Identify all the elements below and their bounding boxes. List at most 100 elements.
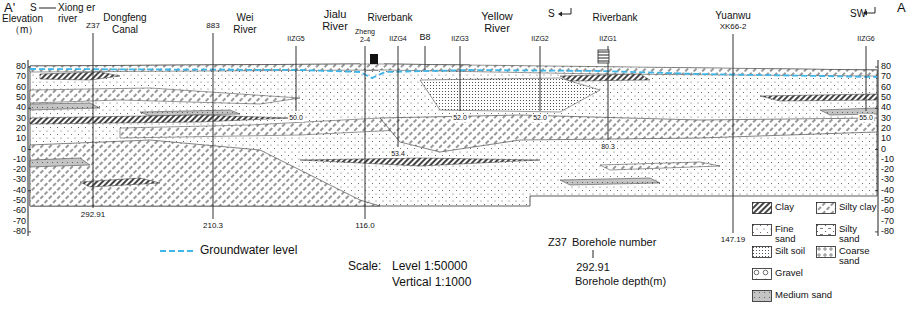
map-label: Yuanwu [715, 10, 751, 21]
map-label: 883 [206, 22, 219, 31]
axis-tick-label: -70 [13, 217, 26, 227]
map-label: （m） [10, 24, 38, 35]
map-label: Elevation [2, 13, 43, 24]
map-label: Riverbank [367, 12, 412, 23]
legend-label: Groundwater level [200, 244, 297, 257]
axis-tick-label: 80 [881, 62, 891, 72]
map-label: IIZG3 [451, 35, 469, 43]
axis-tick-label: -30 [881, 175, 894, 185]
map-label: Zheng [355, 28, 375, 36]
borehole-depth: 116.0 [354, 222, 375, 231]
map-label: River [484, 22, 510, 34]
axis-tick-label: 70 [881, 72, 891, 82]
legend-swatch [816, 202, 836, 214]
axis-tick-label: 30 [16, 114, 26, 124]
legend-swatch [752, 290, 772, 302]
borehole-depth: 52.0 [452, 114, 468, 122]
legend-label: Coarse sand [839, 246, 877, 267]
borehole-depth: 292.91 [80, 211, 106, 220]
legend-label: Fine sand [775, 224, 811, 245]
map-label: Yellow [481, 10, 512, 22]
axis-tick-label: -50 [881, 196, 894, 206]
axis-tick-label: 20 [16, 124, 26, 134]
map-label: IIZG1 [599, 35, 617, 43]
axis-tick-label: -10 [881, 155, 894, 165]
map-label: Jialu [324, 8, 347, 20]
legend-swatch [752, 246, 772, 258]
legend-label: Silt soil [775, 246, 811, 256]
map-label: 292.91 [576, 261, 610, 273]
axis-tick-label: 70 [16, 72, 26, 82]
map-label: Z37 [548, 236, 567, 248]
axis-tick-label: 20 [881, 124, 891, 134]
map-label: Vertical 1:1000 [392, 276, 471, 289]
legend-label: Gravel [775, 268, 835, 278]
map-label: River [322, 20, 348, 32]
map-label: River [233, 24, 256, 35]
legend-swatch [752, 224, 772, 236]
axis-tick-label: 40 [881, 103, 891, 113]
borehole-depth: 147.19 [720, 236, 746, 245]
map-label: IIZG4 [389, 35, 407, 43]
map-label: 2-4 [360, 36, 370, 44]
map-label: Xiong er river [58, 2, 96, 24]
map-label: Borehole depth(m) [575, 275, 666, 287]
map-label: Wei [236, 12, 253, 23]
map-label: Level 1:50000 [392, 260, 467, 273]
axis-tick-label: -20 [13, 165, 26, 175]
axis-tick-label: -40 [881, 186, 894, 196]
borehole-depth: 52.0 [532, 114, 548, 122]
axis-tick-label: -60 [13, 206, 26, 216]
map-label: A [897, 1, 906, 15]
map-label: S [548, 8, 555, 19]
legend-label: Medium sand [775, 290, 845, 300]
axis-tick-label: 50 [881, 93, 891, 103]
map-label: Canal [112, 24, 138, 35]
axis-tick-label: 10 [881, 134, 891, 144]
legend-line-sample [160, 246, 196, 256]
legend-label: Clay [775, 202, 811, 212]
legend-label: Silty clay [839, 202, 877, 212]
legend-label: Silty sand [839, 224, 877, 245]
map-label: IIZG5 [287, 35, 305, 43]
axis-tick-label: -40 [13, 186, 26, 196]
map-label: Riverbank [592, 12, 637, 23]
map-label: S [30, 2, 37, 13]
axis-tick-label: -10 [13, 155, 26, 165]
axis-tick-label: -20 [881, 165, 894, 175]
map-label: IIZG6 [857, 35, 875, 43]
map-label: IIZG2 [531, 35, 549, 43]
legend-swatch [752, 202, 772, 214]
axis-tick-label: 60 [16, 83, 26, 93]
axis-tick-label: -50 [13, 196, 26, 206]
axis-tick-label: -80 [881, 227, 894, 237]
axis-tick-label: -60 [881, 206, 894, 216]
map-label: B8 [419, 33, 430, 43]
legend-swatch [752, 268, 772, 280]
map-label: Scale: [348, 260, 381, 273]
axis-tick-label: 80 [16, 62, 26, 72]
legend-swatch [816, 246, 836, 258]
axis-tick-label: 0 [881, 145, 886, 155]
map-label: SW [850, 8, 866, 19]
map-label: XK66-2 [720, 23, 747, 32]
borehole-depth: 80.3 [600, 143, 616, 151]
axis-tick-label: 40 [16, 103, 26, 113]
axis-tick-label: 50 [16, 93, 26, 103]
axis-tick-label: 10 [16, 134, 26, 144]
map-label: Borehole number [572, 236, 656, 248]
map-label: Dongfeng [103, 12, 146, 23]
axis-tick-label: 0 [21, 145, 26, 155]
borehole-depth: 50.0 [288, 114, 304, 122]
borehole-depth: 53.4 [390, 150, 406, 158]
map-label: Z37 [86, 22, 100, 31]
axis-tick-label: -80 [13, 227, 26, 237]
axis-tick-label: -70 [881, 217, 894, 227]
axis-tick-label: 30 [881, 114, 891, 124]
axis-tick-label: 60 [881, 83, 891, 93]
axis-tick-label: -30 [13, 175, 26, 185]
borehole-depth: 210.3 [202, 222, 224, 231]
legend-swatch [816, 224, 836, 236]
borehole-depth: 55.0 [858, 114, 874, 122]
